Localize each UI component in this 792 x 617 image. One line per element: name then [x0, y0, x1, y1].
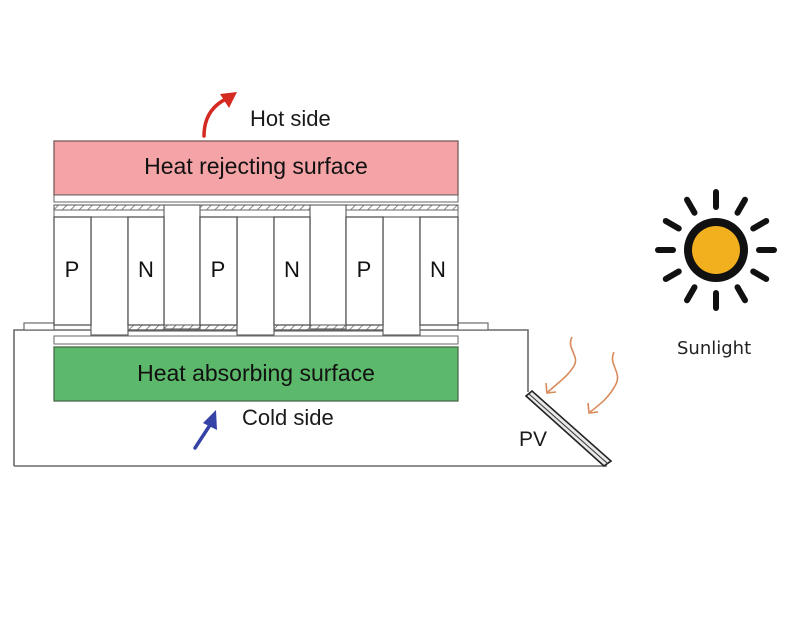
- sun-ray: [662, 218, 682, 232]
- top-strip-1: [53, 204, 165, 211]
- top-plate-2: [53, 209, 459, 218]
- bottom-plate: [53, 335, 459, 345]
- leg-1: [53, 216, 92, 326]
- pv-label: PV: [519, 428, 548, 451]
- heat-absorbing-surface: [53, 346, 459, 402]
- sun-ray: [734, 284, 748, 304]
- top-strip-2: [199, 204, 311, 211]
- sun-ray: [734, 196, 748, 216]
- cold-side-label: Cold side: [242, 405, 334, 430]
- leg-label-6: N: [430, 257, 446, 282]
- right-ledge: [457, 322, 489, 331]
- leg-5: [345, 216, 384, 326]
- interconnect-2: [163, 204, 201, 330]
- leg-6: [419, 216, 459, 326]
- interconnect-4: [309, 204, 347, 330]
- sun-icon: [655, 189, 777, 311]
- wavy-light-ray-icon: [545, 336, 619, 414]
- top-strip-3: [345, 204, 459, 211]
- heat-rejecting-surface-label: Heat rejecting surface: [144, 153, 368, 179]
- sun-core: [692, 226, 740, 274]
- hot-side-label: Hot side: [250, 106, 331, 131]
- interconnect-1: [90, 216, 129, 336]
- leg-label-1: P: [64, 257, 80, 282]
- sun-ray: [750, 218, 770, 232]
- leg-label-3: P: [210, 257, 226, 282]
- pv-panel: [524, 389, 613, 468]
- sun-ray: [684, 196, 698, 216]
- heat-rejecting-surface: [53, 140, 459, 196]
- interconnect-3: [236, 216, 275, 336]
- top-plate: [53, 194, 459, 203]
- interconnect-5: [382, 216, 421, 336]
- leg-4: [273, 216, 311, 326]
- leg-2: [127, 216, 165, 326]
- sun-ray: [684, 284, 698, 304]
- sun-ray: [662, 268, 682, 282]
- leg-3: [199, 216, 238, 326]
- arrow-up-right-icon: [193, 410, 217, 450]
- heat-absorbing-surface-label: Heat absorbing surface: [137, 360, 375, 386]
- left-ledge: [23, 322, 55, 331]
- leg-label-4: N: [284, 257, 300, 282]
- sun-ray: [750, 268, 770, 282]
- leg-label-2: N: [138, 257, 154, 282]
- bottom-strip-2: [273, 324, 384, 332]
- sunlight-label: Sunlight: [677, 338, 752, 359]
- bottom-strip-1: [127, 324, 238, 332]
- curved-arrow-up-right-icon: [202, 92, 237, 138]
- leg-label-5: P: [356, 257, 372, 282]
